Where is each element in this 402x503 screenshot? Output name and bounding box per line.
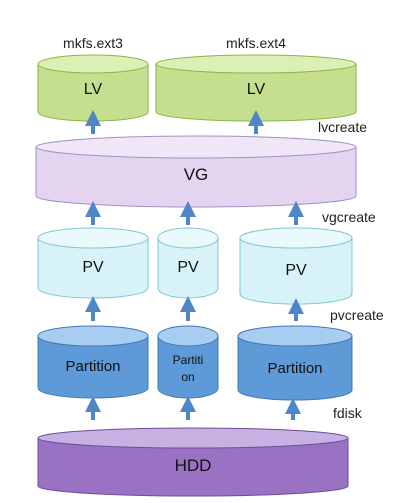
vg-cylinder: VG [35, 135, 357, 208]
partition-label-1: Partition [65, 358, 120, 375]
pvcreate-label: pvcreate [330, 307, 384, 323]
hdd-label: HDD [175, 456, 212, 475]
mkfs-ext4-label: mkfs.ext4 [226, 35, 286, 51]
pv-cylinder-1: PV [37, 227, 149, 299]
vgcreate-label: vgcreate [322, 209, 376, 225]
partition-cylinder-2: Partiti on [157, 325, 219, 399]
partition-label-2-line2: on [181, 370, 194, 384]
lv-cylinder-ext3: LV [37, 54, 149, 122]
partition-label-3: Partition [267, 360, 322, 377]
partition-cylinder-3: Partition [237, 325, 353, 401]
pv-label-3: PV [285, 262, 307, 279]
pv-cylinder-3: PV [239, 227, 353, 305]
mkfs-ext3-label: mkfs.ext3 [63, 35, 123, 51]
pv-cylinder-2: PV [157, 227, 219, 299]
pv-label-1: PV [82, 259, 104, 276]
vg-label: VG [184, 165, 209, 184]
pv-label-2: PV [177, 259, 199, 276]
lv-label-2: LV [247, 81, 266, 98]
lv-label-1: LV [84, 81, 103, 98]
partition-label-2-line1: Partiti [173, 353, 204, 367]
lv-cylinder-ext4: LV [155, 54, 357, 122]
lvcreate-label: lvcreate [318, 119, 367, 135]
fdisk-label: fdisk [333, 405, 363, 421]
partition-cylinder-1: Partition [37, 325, 149, 399]
hdd-cylinder: HDD [37, 427, 349, 497]
